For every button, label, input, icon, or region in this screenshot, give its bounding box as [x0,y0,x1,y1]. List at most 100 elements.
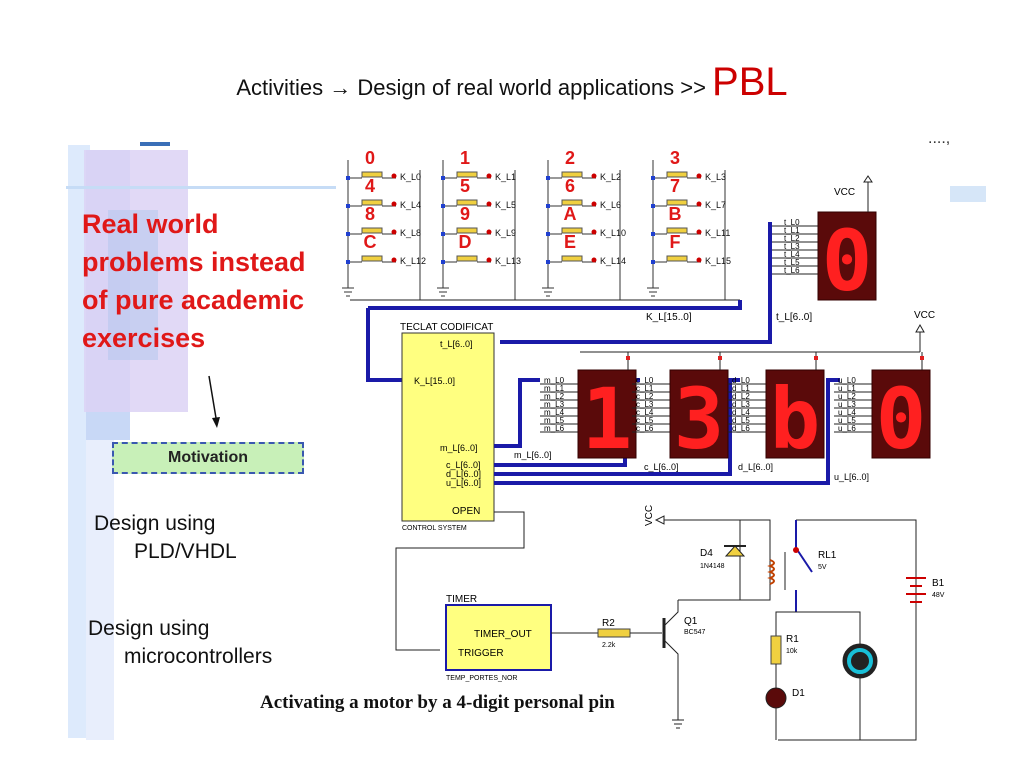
keypad-key-label: K_L0 [400,172,421,182]
keypad-pin [441,232,445,236]
controller-footer: CONTROL SYSTEM [402,525,467,532]
keypad-pin [591,229,597,235]
diagram-caption: Activating a motor by a 4-digit personal… [260,692,615,713]
keypad-key-label: K_L10 [600,228,626,238]
timer-pin-out: TIMER_OUT [474,629,532,640]
keypad-pin [346,232,350,236]
deco-line [66,186,336,189]
controller-title: TECLAT CODIFICAT [400,322,493,333]
keypad-key-label: K_L2 [600,172,621,182]
keypad-pin [486,257,492,263]
r2-resistor [597,628,631,638]
display-pin-label: d_L0 [732,376,750,385]
t-bus-thick [500,222,772,344]
display-pin-label: d_L6 [732,424,750,433]
heading-line: exercises [82,323,206,353]
r1-resistor [770,635,782,665]
display-pin-label: c_L4 [636,408,654,417]
keypad-button [666,227,688,234]
keypad-pin [591,201,597,207]
keypad-button [561,171,583,178]
display-pin-label: c_L1 [636,384,654,393]
keypad-button [456,199,478,206]
keypad-pin [651,204,655,208]
d-bus [494,378,740,476]
keypad-button [561,227,583,234]
display-pin-label: c_L5 [636,416,654,425]
display-pin-label: d_L3 [732,400,750,409]
display-pin-label: d_L1 [732,384,750,393]
keypad-pin [546,204,550,208]
deco-line [950,186,986,202]
d4-label: D4 [700,548,713,559]
display-pin-label: m_L5 [544,416,565,425]
keypad-pin [546,176,550,180]
timer-footer: TEMP_PORTES_NOR [446,675,517,682]
top-seven-segment-display [817,211,877,301]
corner-text: ...., [928,130,951,147]
deco-bar [108,210,158,360]
keypad-key-digit: B [669,204,682,224]
keypad-key-digit: A [564,204,577,224]
keypad-button [361,199,383,206]
controller-pin-t: t_L[6..0] [440,339,473,349]
heading-line: problems instead [82,247,306,277]
keypad-button [666,171,688,178]
title-emphasis: PBL [712,60,788,104]
k-bus-thick [368,300,742,310]
display-pin-label: u_L1 [838,384,856,393]
keypad-pin [441,260,445,264]
display-pin-label: u_L4 [838,408,856,417]
keypad-key-label: K_L7 [705,200,726,210]
deco-bar [86,440,114,740]
keypad-key-label: K_L4 [400,200,421,210]
seven-segment-display [765,369,825,459]
controller-pin-open: OPEN [452,506,480,517]
keypad-pin [346,176,350,180]
keypad-button [361,171,383,178]
heading-line: Real world [82,209,219,239]
keypad-pin [651,232,655,236]
display-digit: b [770,370,821,468]
bus-k-label: K_L[15..0] [646,312,692,323]
b1-label: B1 [932,578,945,589]
keypad-pin [546,232,550,236]
top-display-digit: 0 [822,212,873,310]
display-pin-label: d_L4 [732,408,750,417]
keypad-key-digit: C [364,232,377,252]
keypad-button [456,255,478,262]
seven-segment-display [669,369,729,459]
bus-t-label: t_L[6..0] [776,312,812,323]
controller-pin-c: c_L[6..0] [446,460,481,470]
keypad-key-digit: 9 [460,204,470,224]
keypad-key-digit: D [459,232,472,252]
keypad-button [666,199,688,206]
display-bus-label: c_L[6..0] [644,462,679,472]
keypad-key-digit: F [670,232,681,252]
r1-label: R1 [786,634,799,645]
keypad-key-label: K_L12 [400,256,426,266]
keypad-key-digit: 0 [365,148,375,168]
t-lines: t_L0t_L1t_L2t_L3t_L4t_L5t_L6 [772,218,818,275]
display-pin-label: u_L3 [838,400,856,409]
timer-pin-trigger: TRIGGER [458,648,504,659]
keypad-key-label: K_L6 [600,200,621,210]
display-pin-label: m_L0 [544,376,565,385]
keypad-pin [346,260,350,264]
keypad-key-label: K_L9 [495,228,516,238]
keypad-pin [441,176,445,180]
seven-segment-display [577,369,637,459]
keypad: 0K_L01K_L12K_L23K_L34K_L45K_L56K_L67K_L7… [342,148,731,300]
controller-pin-k: K_L[15..0] [414,376,455,386]
heading-line: of pure academic [82,285,305,315]
relay-switch [795,520,813,612]
t-line-label: t_L0 [784,218,800,227]
keypad-pin [591,173,597,179]
keypad-pin [441,204,445,208]
deco-line [140,142,170,146]
keypad-key-label: K_L14 [600,256,626,266]
design-pld-line2: PLD/VHDL [134,540,237,563]
keypad-pin [486,229,492,235]
display-pin-label: d_L2 [732,392,750,401]
